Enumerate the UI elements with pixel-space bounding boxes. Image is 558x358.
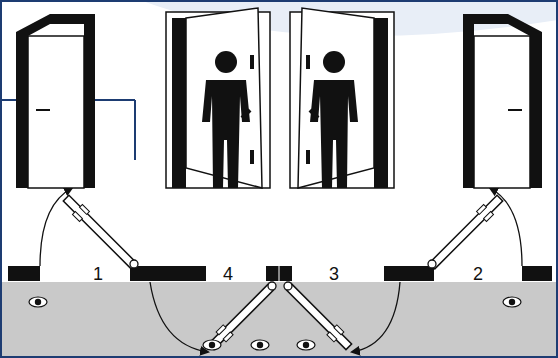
callout-number: 4 xyxy=(223,265,233,283)
callout-number: 1 xyxy=(93,265,103,283)
callout-number: 2 xyxy=(473,265,483,283)
callout-number: 3 xyxy=(329,265,339,283)
